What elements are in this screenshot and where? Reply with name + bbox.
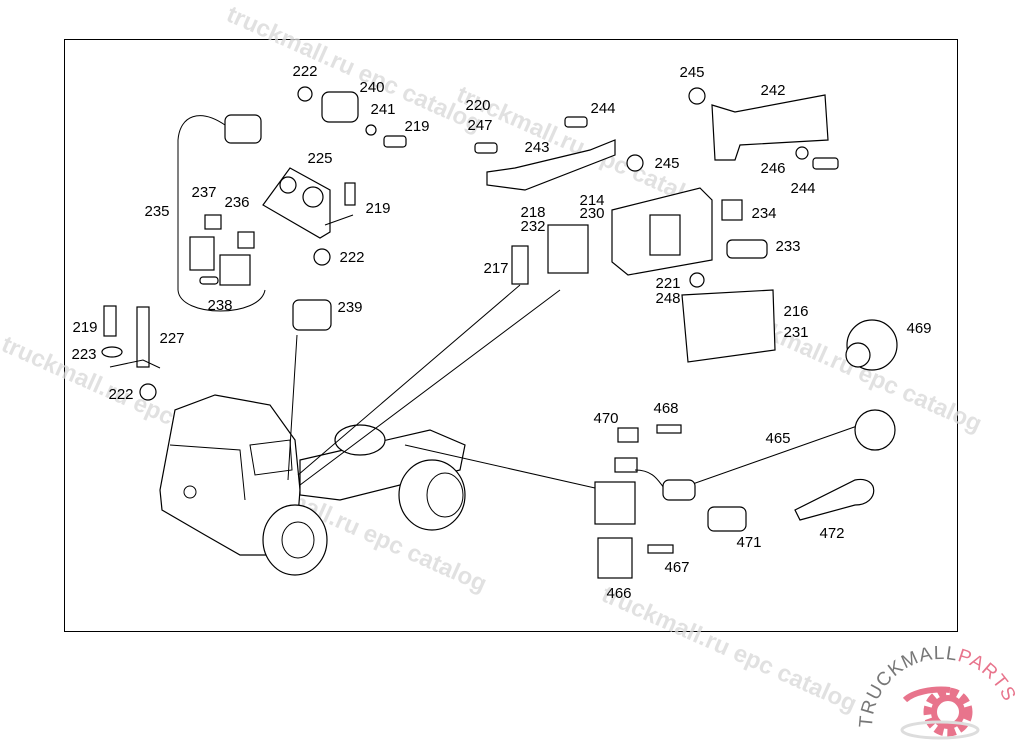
logo-text-truckmall: TRUCKMALL [856,643,959,729]
callout-label: 466 [606,585,631,602]
truck-drawing [159,394,466,576]
logo-text: TRUCKMALLPARTS [856,643,1020,729]
callout-label: 243 [524,139,549,156]
truckmall-logo: TRUCKMALLPARTS [856,643,1020,740]
callout-label: 220 [465,97,490,114]
callout-label: 223 [71,346,96,363]
callout-label: 467 [664,559,689,576]
callout-label: 465 [765,430,790,447]
callout-label: 216 [783,303,808,320]
callout-label: 219 [365,200,390,217]
callout-label: 230 [579,205,604,222]
callout-label: 245 [679,64,704,81]
callout-label: 232 [520,218,545,235]
callout-label: 469 [906,320,931,337]
callout-label: 235 [144,203,169,220]
watermark: truckmall.ru epc catalog [598,581,861,718]
callout-label: 221 [655,275,680,292]
callout-label: 239 [337,299,362,316]
callout-label: 472 [819,525,844,542]
callout-label: 238 [207,297,232,314]
callout-label: 218 [520,204,545,221]
callout-label: 246 [760,160,785,177]
callout-label: 234 [751,205,776,222]
callout-label: 225 [307,150,332,167]
callout-label: 245 [654,155,679,172]
callout-label: 244 [590,100,615,117]
callout-label: 244 [790,180,815,197]
callout-label: 222 [108,386,133,403]
callout-label: 471 [736,534,761,551]
callout-label: 227 [159,330,184,347]
part-drawings [101,86,898,579]
callout-label: 236 [224,194,249,211]
callout-label: 468 [653,400,678,417]
callout-label: 231 [783,324,808,341]
callout-label: 240 [359,79,384,96]
callout-label: 219 [404,118,429,135]
callout-label: 222 [292,63,317,80]
callout-label: 222 [339,249,364,266]
callout-label: 217 [483,260,508,277]
callout-label: 241 [370,101,395,118]
callout-label: 237 [191,184,216,201]
callout-label: 233 [775,238,800,255]
callout-label: 242 [760,82,785,99]
callout-label: 247 [467,117,492,134]
diagram-frame [64,39,958,632]
callout-label: 214 [579,192,604,209]
gear-icon [900,686,980,740]
callout-label: 470 [593,410,618,427]
callout-label: 219 [72,319,97,336]
callout-label: 248 [655,290,680,307]
callout-labels: 222 240 241 219 225 219 222 235 237 236 238 239 219 2… [71,63,931,602]
